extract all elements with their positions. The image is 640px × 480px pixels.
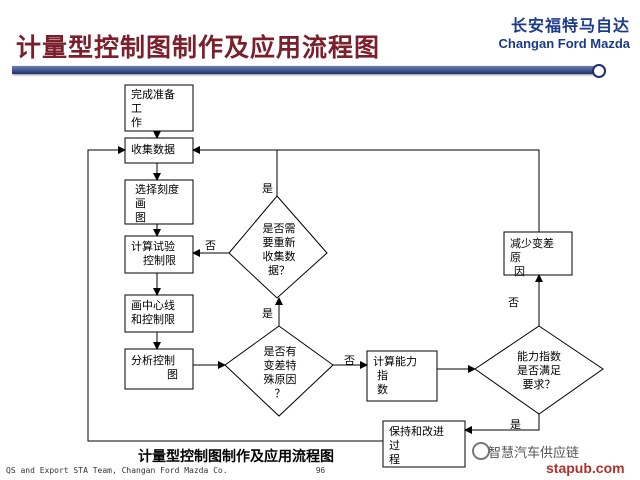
node-maintain-line-1: 保持和改进 bbox=[389, 425, 444, 438]
brand-name-cn: 长安福特马自达 bbox=[510, 18, 630, 35]
node-prepare-line-3: 作 bbox=[131, 116, 142, 129]
node-trial-box bbox=[124, 235, 194, 274]
node-analyze-line-1: 分析控制 bbox=[131, 354, 175, 367]
decision-recollect-line-2: 要重新 bbox=[262, 236, 296, 249]
node-centerline-line-2: 和控制限 bbox=[131, 313, 175, 326]
decision-special-label: 是否有 变差特 殊原因 ？ bbox=[260, 345, 300, 401]
node-capability-box bbox=[366, 350, 438, 402]
node-reduce-line-1: 减少变差 bbox=[510, 237, 554, 250]
arrow-meet-maintain bbox=[464, 414, 540, 434]
node-prepare-label: 完成准备 工 作 bbox=[131, 88, 175, 130]
decision-special-line-4: ？ bbox=[274, 387, 286, 400]
decision-meet-line-3: 要求？ bbox=[522, 378, 556, 391]
node-scale-line-1: 选择刻度 bbox=[135, 183, 179, 196]
diagram-caption: 计量型控制图制作及应用流程图 bbox=[138, 449, 334, 465]
arrow-maintain-collect bbox=[87, 146, 383, 442]
watermark-name: 智慧汽车供应链 bbox=[488, 446, 580, 461]
node-analyze-label: 分析控制 图 bbox=[131, 354, 178, 382]
watermark-site: stapub.com bbox=[546, 460, 625, 476]
edge-label-special-yes: 是 bbox=[262, 307, 273, 320]
decision-recollect-line-1: 是否需 bbox=[262, 222, 296, 235]
node-analyze-line-2: 图 bbox=[167, 368, 178, 381]
title-underline-bar bbox=[12, 64, 606, 78]
node-centerline-line-1: 画中心线 bbox=[131, 299, 175, 312]
edge-label-recollect-no: 否 bbox=[205, 239, 216, 252]
node-prepare-line-1: 完成准备 bbox=[131, 88, 175, 101]
brand-logo: 长安福特马自达 Changan Ford Mazda bbox=[499, 12, 630, 51]
wechat-icon bbox=[472, 442, 490, 460]
node-maintain-label: 保持和改进 过 程 bbox=[389, 425, 444, 467]
node-collect-line-1: 收集数据 bbox=[131, 143, 175, 156]
decision-special-line-2: 变差特 bbox=[263, 359, 297, 372]
node-collect-label: 收集数据 bbox=[131, 143, 175, 157]
decision-recollect-line-3: 收集数 bbox=[262, 250, 296, 263]
edge-label-meet-yes: 是 bbox=[510, 418, 521, 431]
edge-label-meet-no: 否 bbox=[508, 296, 519, 309]
edge-label-special-no: 否 bbox=[344, 354, 355, 367]
node-maintain-line-3: 程 bbox=[389, 453, 400, 466]
node-scale-label: 选择刻度 画 图 bbox=[135, 183, 179, 225]
page-number: 96 bbox=[316, 466, 325, 475]
decision-special-line-1: 是否有 bbox=[263, 345, 297, 358]
decision-recollect-label: 是否需 要重新 收集数 据？ bbox=[259, 222, 299, 278]
decision-recollect-line-4: 据？ bbox=[268, 264, 290, 277]
node-scale-box bbox=[124, 179, 194, 225]
node-centerline-label: 画中心线 和控制限 bbox=[131, 299, 175, 327]
brand-name-en: Changan Ford Mazda bbox=[498, 36, 630, 51]
node-trial-label: 计算试验 控制限 bbox=[131, 240, 176, 268]
node-prepare-line-2: 工 bbox=[131, 102, 142, 115]
decision-meet-label: 能力指数 是否满足 要求？ bbox=[513, 350, 565, 392]
node-trial-line-2: 控制限 bbox=[143, 254, 176, 267]
node-scale-line-2: 画 bbox=[135, 197, 146, 210]
node-capability-line-2: 指 bbox=[377, 369, 388, 382]
node-trial-line-1: 计算试验 bbox=[131, 240, 175, 253]
node-capability-line-3: 数 bbox=[377, 383, 388, 396]
node-capability-line-1: 计算能力 bbox=[373, 355, 417, 368]
node-centerline-box bbox=[124, 294, 194, 333]
edge-label-recollect-yes: 是 bbox=[262, 182, 273, 195]
node-reduce-box bbox=[503, 231, 573, 276]
decision-special-cause bbox=[224, 325, 334, 417]
node-capability-label: 计算能力 指 数 bbox=[373, 355, 417, 397]
node-scale-line-3: 图 bbox=[135, 211, 146, 224]
decision-meet-line-1: 能力指数 bbox=[517, 350, 561, 363]
slide-title: 计量型控制图制作及应用流程图 bbox=[16, 33, 381, 62]
node-reduce-label: 减少变差 原 因 bbox=[510, 237, 554, 279]
node-maintain-line-2: 过 bbox=[389, 439, 400, 452]
node-reduce-line-3: 因 bbox=[514, 265, 525, 278]
arrow-reduce-collect bbox=[277, 149, 540, 232]
decision-meet-line-2: 是否满足 bbox=[517, 364, 561, 377]
node-analyze-box bbox=[124, 348, 194, 390]
node-reduce-line-2: 原 bbox=[510, 251, 521, 264]
node-maintain-box bbox=[382, 420, 466, 468]
decision-special-line-3: 殊原因 bbox=[263, 373, 297, 386]
footer-team: QS and Export STA Team, Changan Ford Maz… bbox=[6, 466, 228, 475]
